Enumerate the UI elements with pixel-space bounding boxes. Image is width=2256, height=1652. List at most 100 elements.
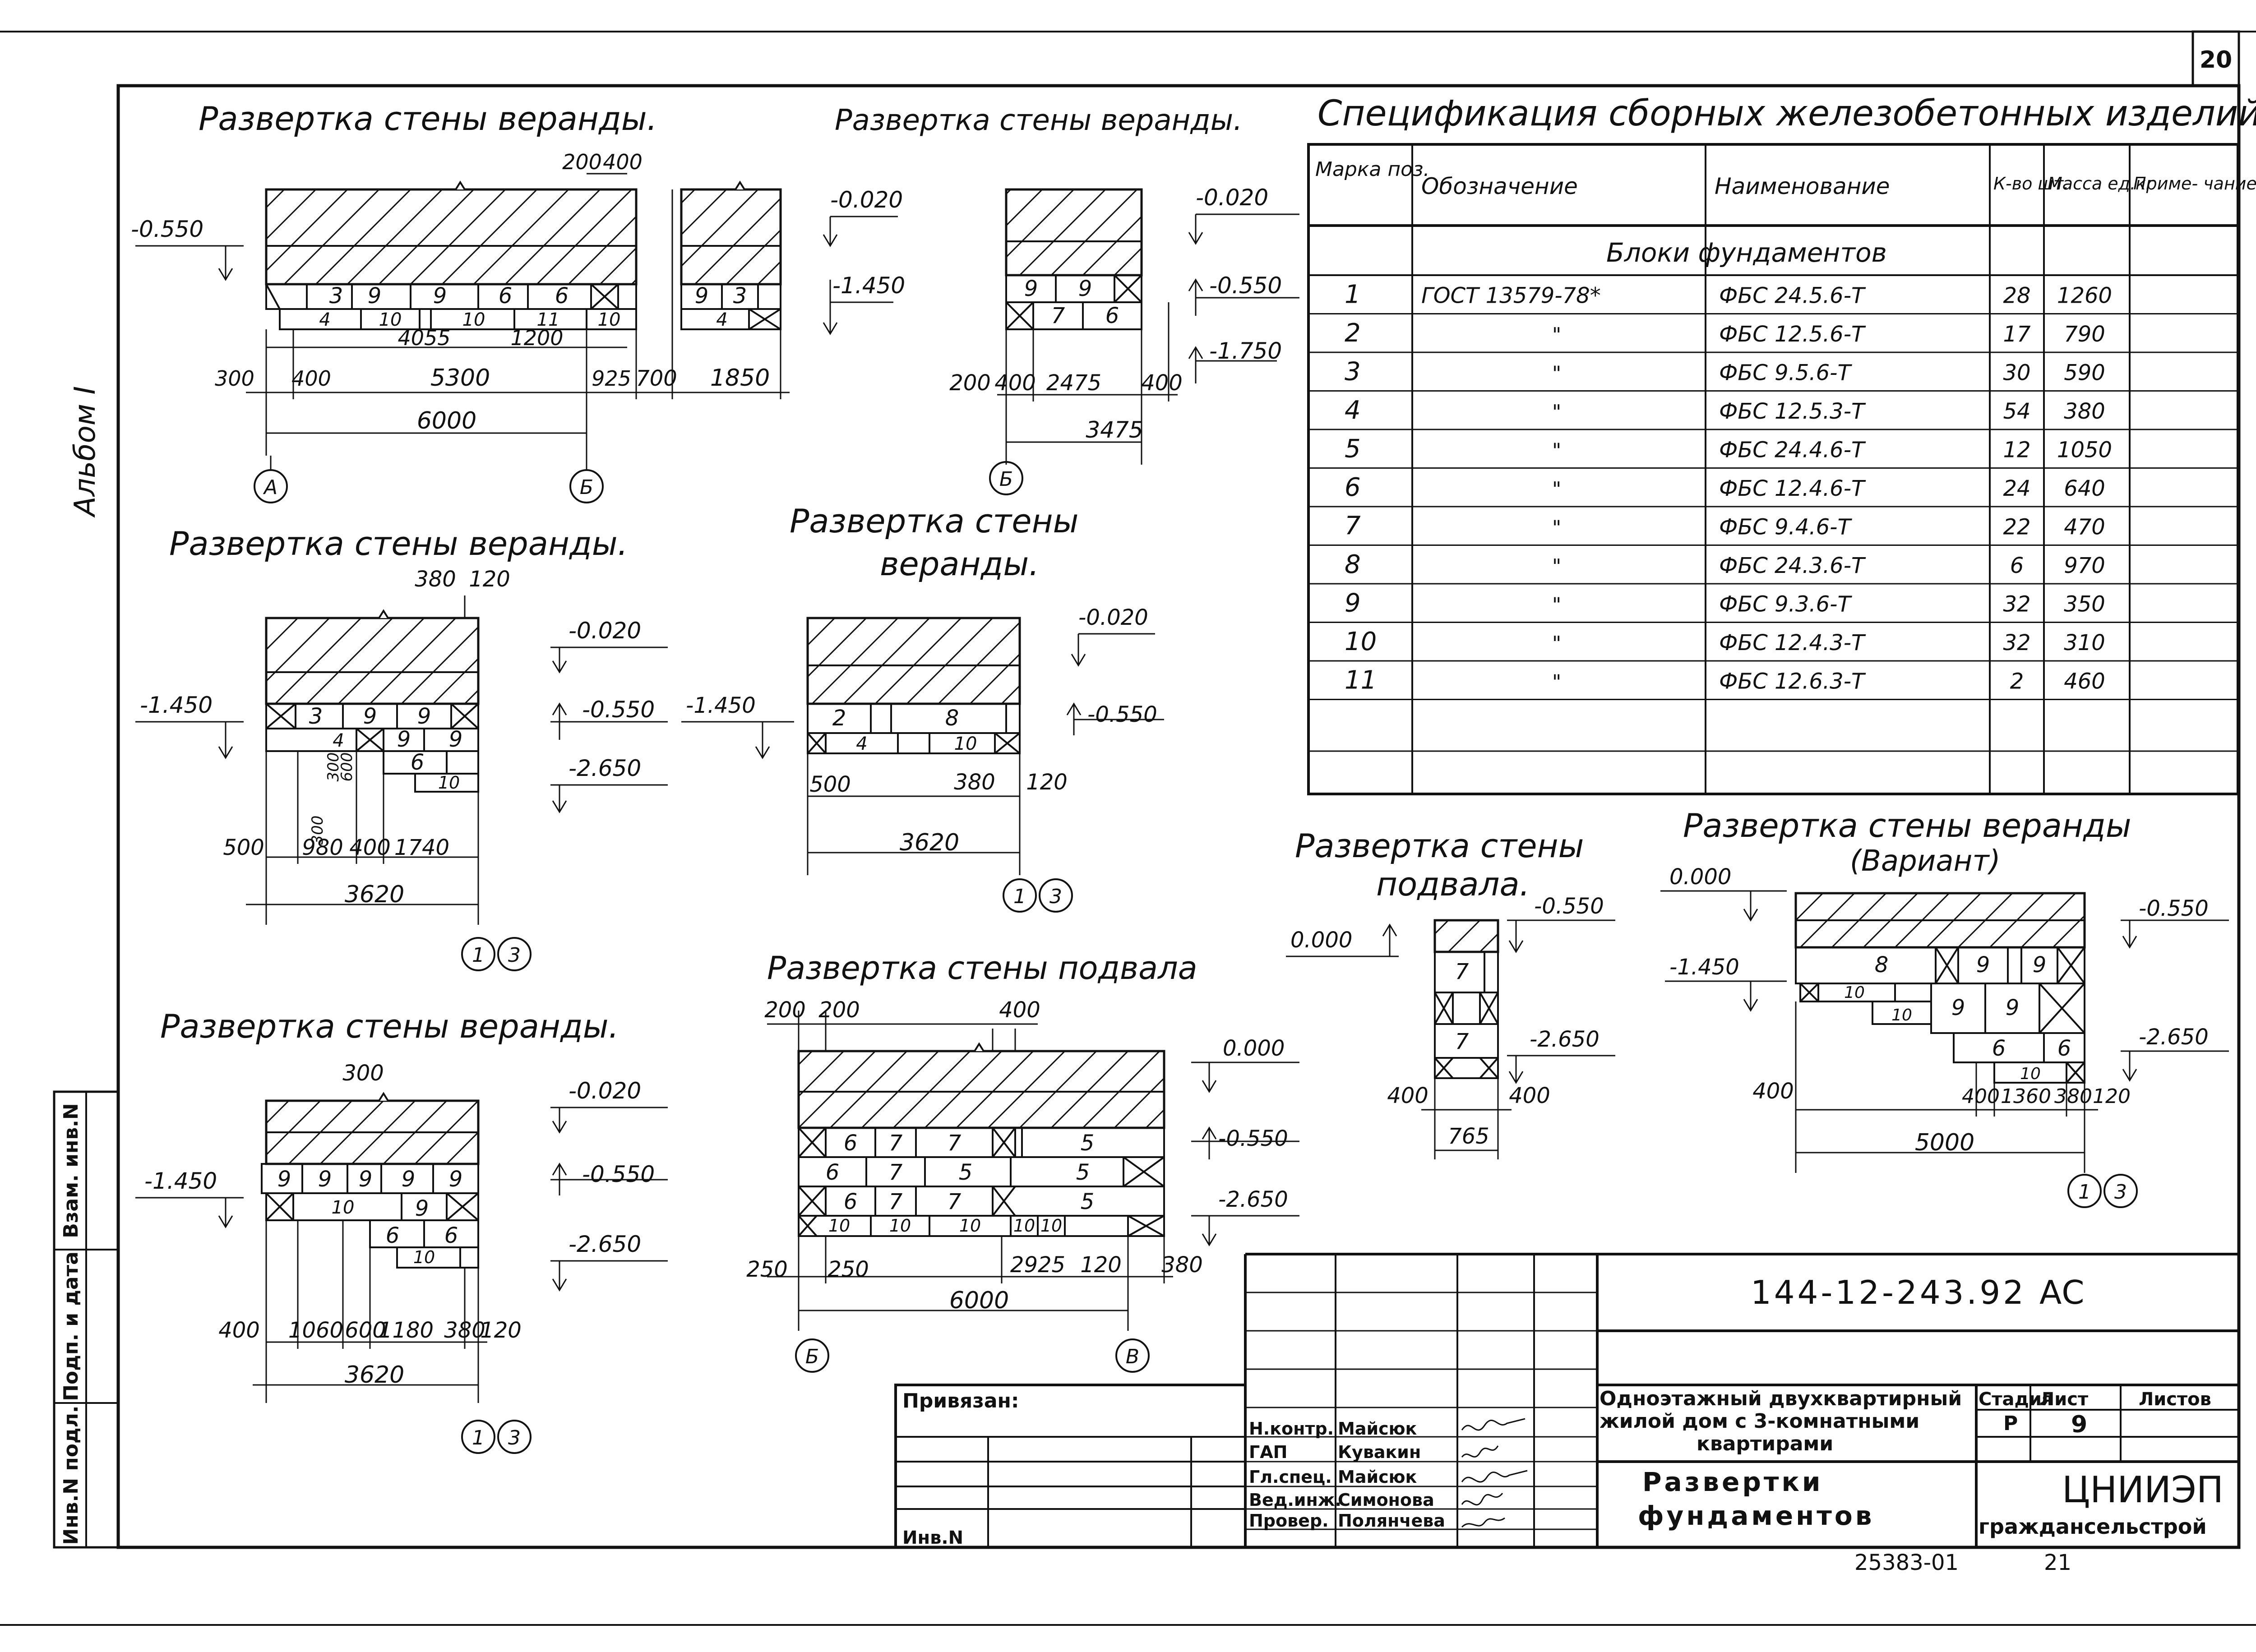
d5-mark: 2: [832, 706, 846, 731]
d2-level: -1.450: [832, 272, 905, 299]
spec-cell-mass: 790: [2064, 322, 2105, 347]
axis-bubble-3: [497, 1420, 532, 1454]
spec-cell-qty: 32: [2003, 630, 2030, 655]
axis-bubble-v: [1115, 1338, 1150, 1373]
spec-cell-mass: 590: [2064, 360, 2105, 386]
d6-dim: 120: [480, 1318, 522, 1343]
spec-cell-pos: 9: [1345, 589, 1361, 618]
axis-label: 3: [508, 944, 521, 967]
d5-level: -1.450: [686, 693, 756, 718]
spec-table: Спецификация сборных железобетонных изде…: [1307, 93, 2256, 795]
d9-mark: 9: [1976, 952, 1990, 978]
sheet-title-line: фундаментов: [1638, 1500, 1874, 1531]
d1-mark: 6: [499, 283, 513, 309]
d4-mark: 9: [449, 727, 463, 752]
d4-level: -0.020: [569, 618, 641, 644]
spec-cell-name: ФБС 12.6.3-Т: [1719, 669, 1866, 694]
d9-dim: 1360: [2001, 1085, 2051, 1108]
d7-mark: 5: [1081, 1189, 1095, 1214]
spec-cell-mass: 1050: [2057, 438, 2112, 463]
d8-mark: 7: [1455, 1029, 1469, 1054]
d1-dim: 5300: [430, 365, 490, 392]
d6-level: -0.020: [569, 1078, 641, 1104]
d7-dim: 6000: [949, 1287, 1009, 1314]
d6-dim: 1060: [288, 1318, 343, 1343]
d3-level: -1.750: [1209, 338, 1282, 364]
spec-cell-mass: 460: [2064, 669, 2105, 694]
d7-mark: 7: [889, 1160, 903, 1185]
d7-mark: 6: [844, 1131, 858, 1156]
d1-mark: 9: [433, 283, 447, 309]
spec-cell-qty: 22: [2003, 515, 2030, 540]
d1-mark: 10: [379, 309, 402, 330]
d7-mark: 6: [826, 1160, 840, 1185]
album-label: Альбом I: [69, 386, 102, 518]
spec-cell-mass: 640: [2064, 476, 2105, 501]
spec-header: Марка поз.: [1315, 158, 1429, 181]
sheet-label: Лист: [2039, 1389, 2089, 1410]
spec-cell-pos: 11: [1345, 666, 1377, 695]
d1-mark: 9: [368, 283, 382, 309]
spec-cell-ditto: ": [1552, 632, 1561, 655]
signatures: [1461, 1418, 1528, 1528]
d5-mark: 10: [954, 734, 977, 754]
d4-level: -0.550: [582, 697, 655, 723]
d8-title: Развертка стены: [1295, 827, 1584, 865]
d4-mark: 9: [417, 704, 431, 729]
spec-cell-ditto: ": [1552, 517, 1561, 540]
stamp-podp-data: Подп. и дата: [60, 1251, 83, 1401]
d6-mark: 10: [413, 1247, 435, 1267]
d4-dim: 500: [223, 835, 264, 860]
d5-title: веранды.: [880, 545, 1039, 583]
d5-dim: 3620: [900, 829, 959, 856]
axis-label: Б: [805, 1345, 819, 1368]
axis-label: 1: [472, 1426, 485, 1449]
spec-cell-pos: 10: [1345, 627, 1377, 656]
d7-mark: 10: [828, 1216, 850, 1236]
archive-number: 25383-01: [1854, 1550, 1959, 1575]
d7-mark: 10: [1040, 1216, 1062, 1236]
veranda-wall-elevation-3: Развертка стены веранды. 9 9 7 6 200 400…: [835, 104, 1299, 495]
d4-mark: 9: [363, 704, 377, 729]
spec-cell-name: ФБС 24.3.6-Т: [1719, 553, 1866, 578]
spec-header: К-во шт.: [1993, 174, 2069, 194]
d6-mark: 6: [444, 1223, 458, 1248]
d7-mark: 5: [959, 1160, 973, 1185]
stamp-vzam-inv: Взам. инв.N: [60, 1103, 83, 1238]
d6-mark: 9: [402, 1167, 416, 1192]
d7-dim: 380: [1161, 1252, 1203, 1278]
d9-mark: 9: [2033, 952, 2047, 978]
org-name-2: граждансельстрой: [1979, 1514, 2207, 1539]
d4-mark: 3: [309, 704, 323, 729]
spec-cell-pos: 7: [1345, 512, 1361, 541]
spec-group: Блоки фундаментов: [1606, 237, 1887, 268]
title-block-role: ГАП: [1249, 1442, 1287, 1462]
d9-level: -2.650: [2139, 1024, 2209, 1050]
spec-cell-mass: 310: [2064, 630, 2105, 655]
d9-dim: 400: [1962, 1085, 2000, 1108]
d1-mark: 3: [329, 283, 343, 309]
spec-header: Обозначение: [1421, 173, 1578, 199]
spec-header: Приме- чание: [2133, 174, 2256, 194]
d9-mark: 10: [2020, 1065, 2041, 1083]
d6-mark: 9: [359, 1167, 373, 1192]
d6-dim: 1180: [379, 1318, 434, 1343]
title-block-name: Майсюк: [1338, 1467, 1417, 1487]
stage-label: Стадия: [1979, 1389, 2053, 1410]
d2-mark: 3: [733, 283, 747, 309]
d1-dim: 400: [291, 366, 331, 391]
axis-label: Б: [999, 468, 1013, 491]
d7-dim: 120: [1080, 1252, 1122, 1278]
d5-level: -0.550: [1087, 702, 1157, 727]
spec-cell-pos: 4: [1345, 396, 1361, 425]
axis-label: 3: [508, 1426, 521, 1449]
basement-wall-elevation-small: Развертка стены подвала. 7 7 400 400 765: [1286, 827, 1615, 1159]
d6-level: -1.450: [144, 1168, 217, 1194]
d4-title: Развертка стены веранды.: [169, 525, 628, 563]
spec-cell-qty: 32: [2003, 592, 2030, 617]
title-block-role: Вед.инж.: [1249, 1490, 1341, 1510]
axis-label: 1: [1013, 885, 1026, 908]
d5-mark: 4: [856, 734, 867, 754]
title-block-role: Н.контр.: [1249, 1419, 1334, 1439]
axis-bubble-1: [461, 1420, 495, 1454]
